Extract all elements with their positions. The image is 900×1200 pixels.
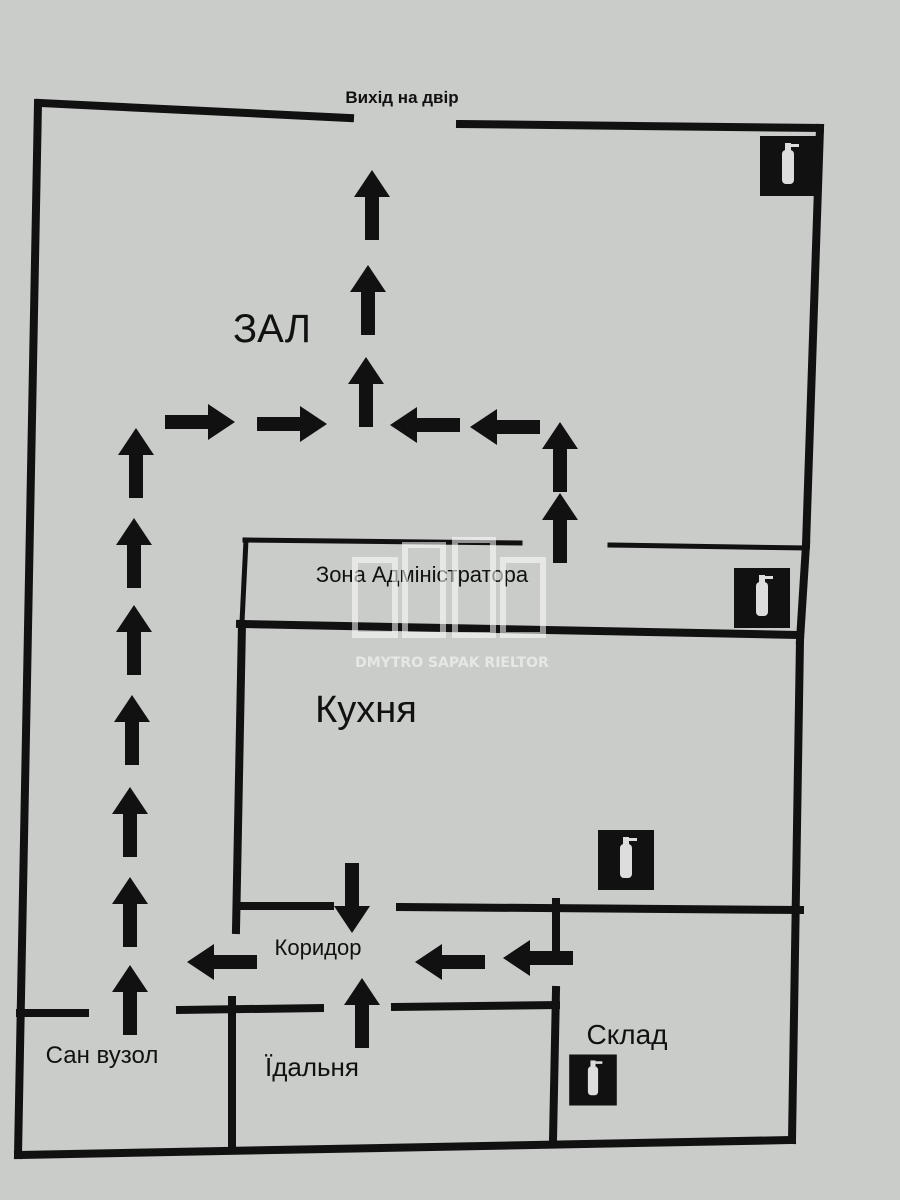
exit-label: Вихід на двір <box>345 88 458 107</box>
watermark: DMYTRO SAPAK RIELTOR <box>352 537 549 671</box>
fire-extinguisher-icon <box>598 830 654 890</box>
fire-extinguisher-icon <box>760 136 816 196</box>
dining-label: Їдальня <box>265 1052 359 1082</box>
admin-zone-label: Зона Адміністратора <box>316 562 529 587</box>
corridor-label: Коридор <box>275 935 362 960</box>
walls <box>13 98 825 1160</box>
watermark-text: DMYTRO SAPAK RIELTOR <box>355 655 549 671</box>
hall-label: ЗАЛ <box>233 307 311 351</box>
fire-extinguisher-icon <box>734 568 790 628</box>
bathroom-label: Сан вузол <box>46 1042 159 1069</box>
fire-extinguisher-icon <box>569 1054 617 1106</box>
storage-label: Склад <box>586 1019 667 1050</box>
kitchen-label: Кухня <box>315 689 417 731</box>
